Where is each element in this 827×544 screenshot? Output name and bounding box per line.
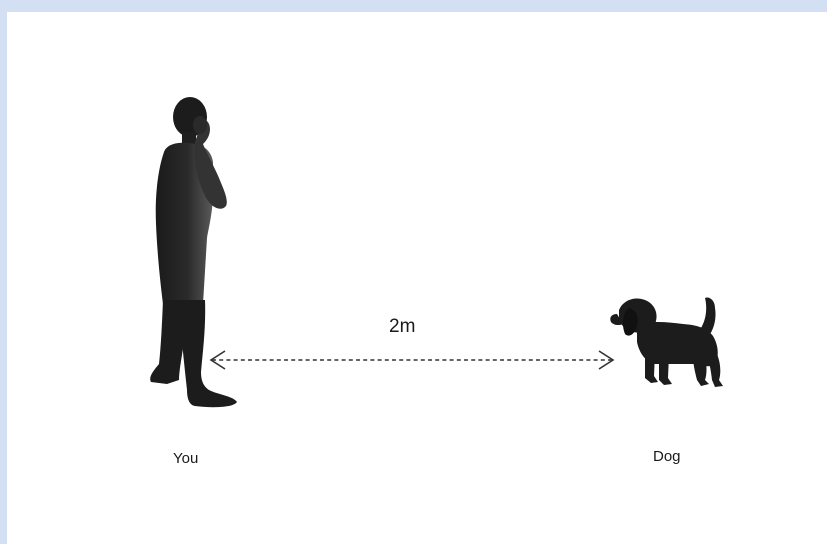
dog-silhouette-icon (610, 297, 723, 387)
person-on-phone-silhouette-icon (150, 97, 237, 407)
double-headed-dashed-arrow-icon (211, 351, 613, 369)
dog-label: Dog (653, 448, 681, 465)
diagram-scene (7, 12, 827, 544)
person-label: You (173, 450, 198, 467)
distance-label: 2m (389, 316, 415, 338)
diagram-canvas: 2m You Dog (7, 12, 827, 544)
